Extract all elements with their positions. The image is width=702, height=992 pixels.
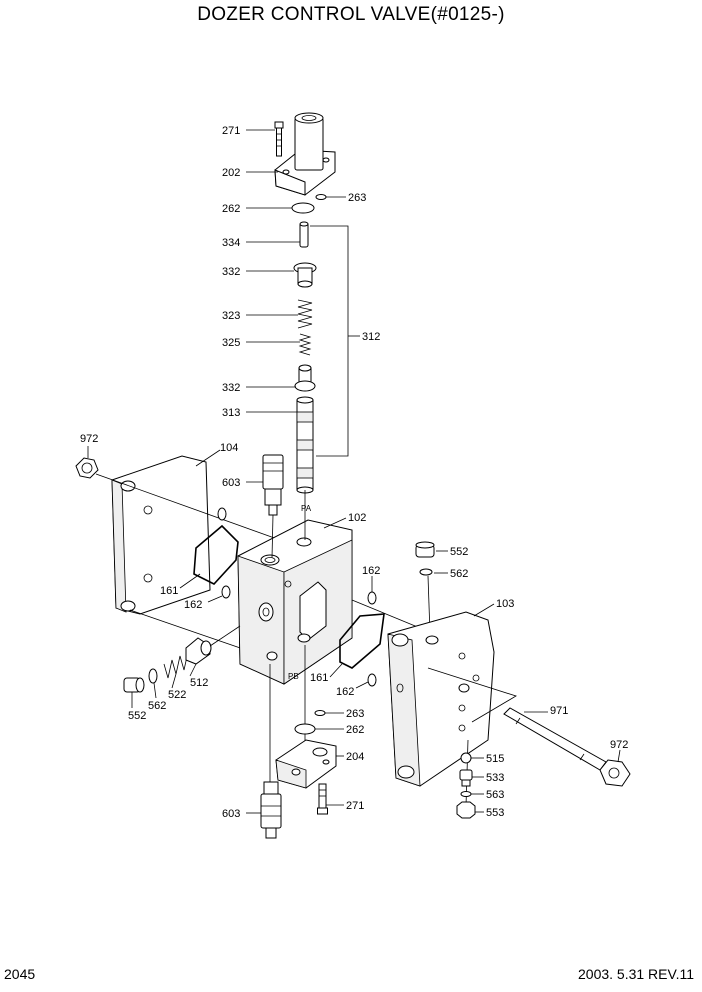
label-552-top: 552 — [450, 546, 468, 558]
plug-533[interactable] — [459, 769, 473, 787]
bolt-271-bottom[interactable] — [317, 783, 328, 815]
label-103: 103 — [496, 598, 514, 610]
oring-162-left-upper[interactable] — [217, 507, 227, 521]
spring-325[interactable] — [298, 333, 312, 356]
leader-lines — [87, 129, 621, 814]
label-552-left: 552 — [128, 710, 146, 722]
part-labels: 271 202 263 262 334 332 323 325 312 332 … — [80, 125, 628, 820]
ball-515[interactable] — [460, 752, 472, 764]
oring-263-bottom[interactable] — [314, 710, 326, 716]
spring-323[interactable] — [297, 299, 313, 329]
oring-562-top[interactable] — [419, 568, 433, 576]
label-312: 312 — [362, 331, 380, 343]
label-972-right: 972 — [610, 739, 628, 751]
label-325: 325 — [222, 337, 240, 349]
relief-valve-603-top[interactable] — [262, 454, 284, 516]
revision-info: 2003. 5.31 REV.11 — [578, 966, 694, 982]
cover-104[interactable] — [111, 455, 211, 615]
label-515: 515 — [486, 753, 504, 765]
nut-972-right[interactable] — [599, 759, 631, 787]
label-533: 533 — [486, 772, 504, 784]
tie-bolt-971[interactable] — [503, 707, 607, 771]
retainer-332-bottom[interactable] — [294, 364, 316, 392]
label-332-top: 332 — [222, 266, 240, 278]
label-522: 522 — [168, 689, 186, 701]
oring-162-right[interactable] — [367, 673, 377, 687]
oring-263-top[interactable] — [315, 194, 327, 200]
retainer-332-top[interactable] — [293, 262, 317, 288]
oring-562-left[interactable] — [148, 668, 158, 684]
label-202: 202 — [222, 167, 240, 179]
label-161-right: 161 — [310, 672, 328, 684]
label-334: 334 — [222, 237, 240, 249]
label-162-right: 162 — [336, 686, 354, 698]
plug-553[interactable] — [456, 801, 476, 819]
plug-552-left[interactable] — [123, 677, 145, 693]
nut-972-left[interactable] — [75, 457, 99, 479]
cover-103[interactable] — [387, 611, 495, 787]
label-104: 104 — [220, 442, 238, 454]
relief-valve-603-bottom[interactable] — [260, 781, 282, 839]
label-562-left: 562 — [148, 700, 166, 712]
poppet-512[interactable] — [185, 637, 212, 665]
page-number: 2045 — [4, 966, 36, 982]
label-313: 313 — [222, 407, 240, 419]
oring-563[interactable] — [460, 791, 472, 797]
oring-262-bottom[interactable] — [294, 723, 316, 735]
label-512: 512 — [190, 677, 208, 689]
label-271-bottom: 271 — [346, 800, 364, 812]
label-263-bottom: 263 — [346, 708, 364, 720]
label-332-bottom: 332 — [222, 382, 240, 394]
label-562-top: 562 — [450, 568, 468, 580]
gasket-161-right[interactable] — [339, 613, 385, 669]
label-162-right-upper: 162 — [362, 565, 380, 577]
label-603-bottom: 603 — [222, 808, 240, 820]
cover-204[interactable] — [275, 739, 337, 789]
label-553: 553 — [486, 807, 504, 819]
oring-162-right-upper[interactable] — [367, 591, 377, 605]
label-971: 971 — [550, 705, 568, 717]
plug-334[interactable] — [299, 221, 309, 248]
label-162-left: 162 — [184, 599, 202, 611]
oring-262-top[interactable] — [291, 202, 315, 214]
label-102: 102 — [348, 512, 366, 524]
label-263-top: 263 — [348, 192, 366, 204]
drawing-title: DOZER CONTROL VALVE(#0125-) — [197, 4, 505, 25]
label-pb: PB — [288, 672, 299, 681]
label-262-top: 262 — [222, 203, 240, 215]
valve-body-102[interactable] — [237, 519, 353, 685]
gasket-161-left[interactable] — [193, 524, 239, 585]
label-972-left: 972 — [80, 433, 98, 445]
label-pa: PA — [301, 504, 312, 513]
label-161-left: 161 — [160, 585, 178, 597]
label-603-top: 603 — [222, 477, 240, 489]
label-323: 323 — [222, 310, 240, 322]
label-204: 204 — [346, 751, 364, 763]
spool-313[interactable] — [296, 396, 314, 494]
label-262-bottom: 262 — [346, 724, 364, 736]
label-563: 563 — [486, 789, 504, 801]
cover-202[interactable] — [274, 112, 336, 196]
plug-552-top[interactable] — [415, 541, 435, 558]
oring-162-left[interactable] — [221, 585, 231, 599]
label-271-top: 271 — [222, 125, 240, 137]
bolt-271-top[interactable] — [274, 121, 284, 157]
